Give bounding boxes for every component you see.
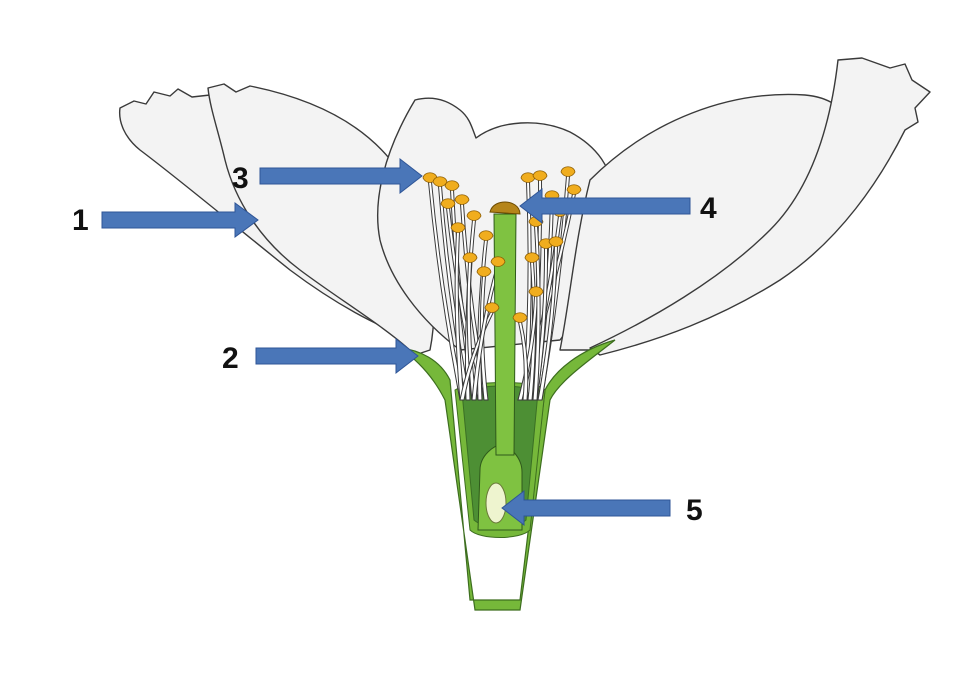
ovule <box>485 482 507 524</box>
anther <box>548 236 564 247</box>
anther <box>560 166 576 177</box>
anther <box>490 256 506 267</box>
anther <box>520 172 536 183</box>
filament <box>537 245 559 401</box>
arrows <box>101 157 691 527</box>
anther <box>440 198 456 209</box>
anther <box>532 170 548 181</box>
anther <box>528 286 544 297</box>
filament <box>517 295 539 401</box>
anther <box>484 302 500 313</box>
style <box>493 213 517 456</box>
arrow-2 <box>255 337 419 375</box>
anther <box>566 184 582 195</box>
label-1: 1 <box>72 204 89 237</box>
number-labels: 1 2 3 4 5 <box>72 162 717 527</box>
anther <box>462 252 478 263</box>
stigma <box>489 201 521 215</box>
filament <box>479 275 489 401</box>
anther <box>512 312 528 323</box>
anther <box>524 252 540 263</box>
stamen-anthers <box>422 166 582 323</box>
label-2: 2 <box>222 342 239 375</box>
anther <box>476 266 492 277</box>
filament <box>517 321 529 401</box>
arrow-1 <box>101 202 259 238</box>
label-4: 4 <box>700 192 717 225</box>
arrow-3 <box>259 157 423 195</box>
arrow-4 <box>519 187 691 225</box>
anther <box>444 180 460 191</box>
label-5: 5 <box>686 494 703 527</box>
anther <box>478 230 494 241</box>
receptacle-body <box>397 339 616 611</box>
label-3: 3 <box>232 162 249 195</box>
anther <box>454 194 470 205</box>
filament <box>532 225 541 401</box>
arrow-5 <box>501 489 671 527</box>
anther <box>450 222 466 233</box>
petal-far-right <box>589 57 931 356</box>
anther <box>466 210 482 221</box>
